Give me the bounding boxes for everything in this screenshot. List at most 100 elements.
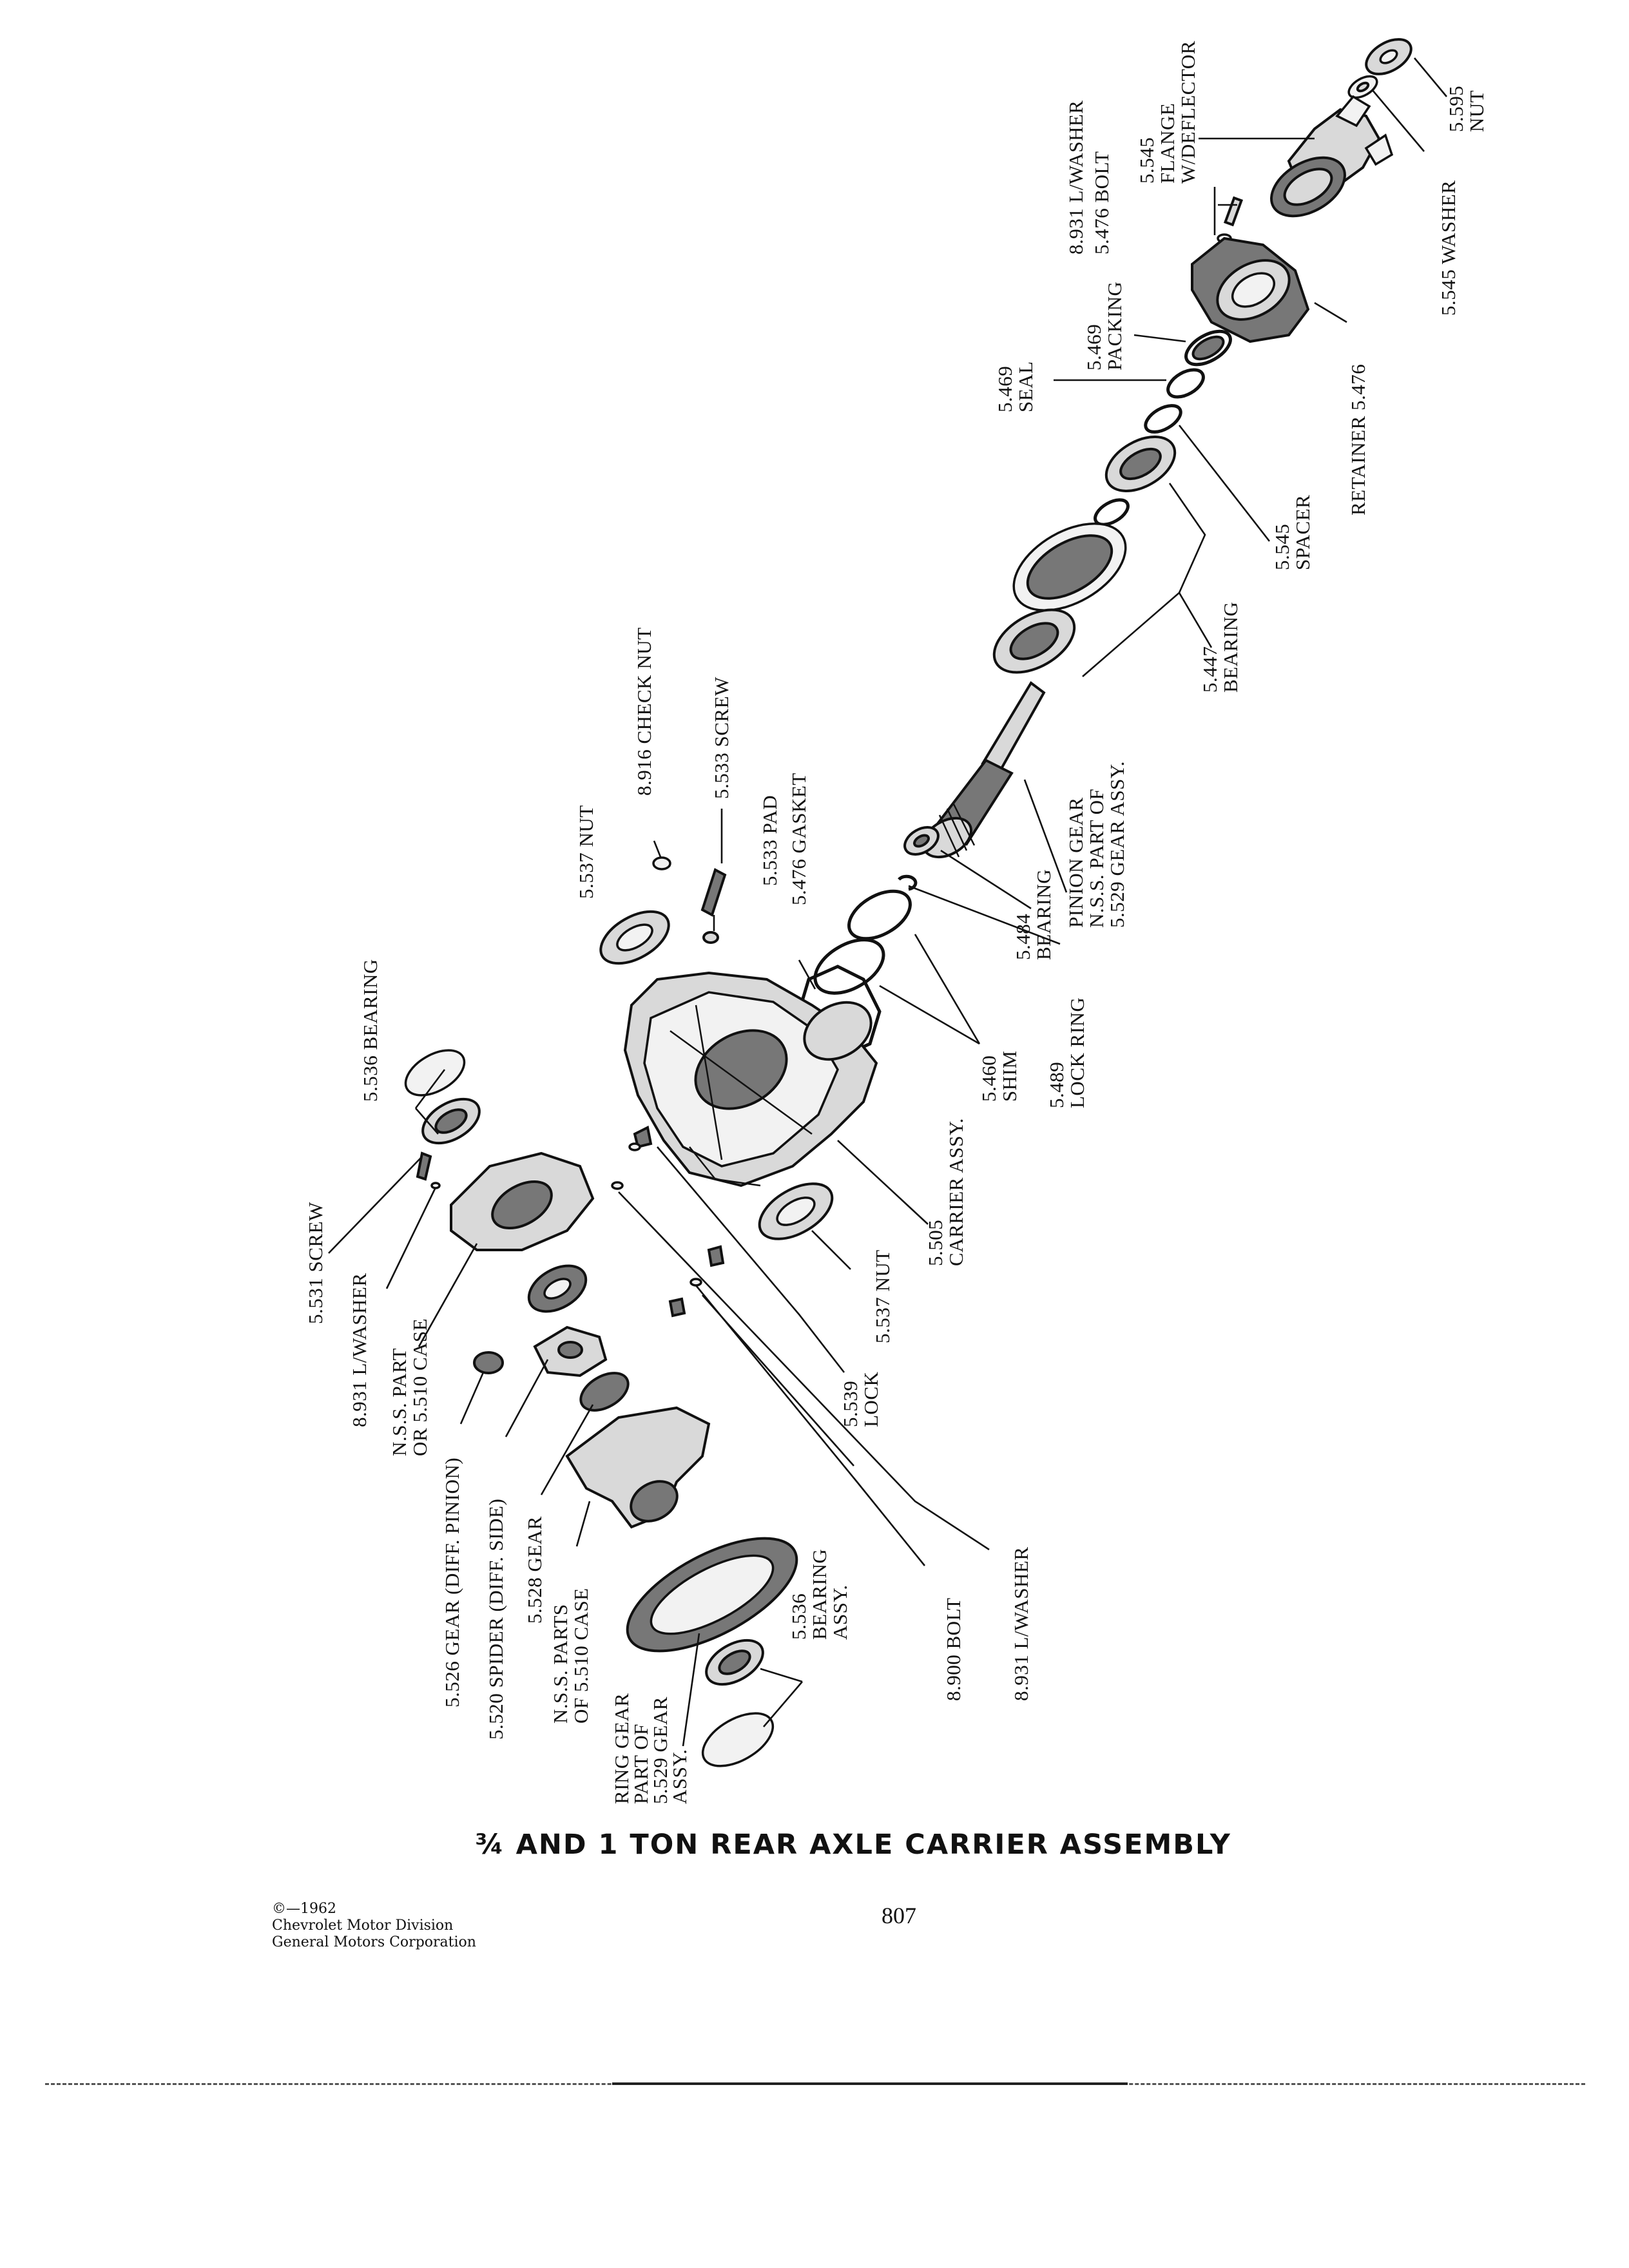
label-pinion-gear: PINION GEAR N.S.S. PART OF 5.529 GEAR AS… xyxy=(1065,761,1128,928)
label-8931-lwasher-left: 8.931 L/WASHER xyxy=(348,1273,371,1428)
svg-text:8.931 L/WASHER: 8.931 L/WASHER xyxy=(1065,101,1087,255)
svg-text:SPACER: SPACER xyxy=(1291,495,1314,570)
svg-text:5.537 NUT: 5.537 NUT xyxy=(871,1249,894,1343)
svg-text:LOCK: LOCK xyxy=(860,1372,882,1428)
label-8916-check-nut: 8.916 CHECK NUT xyxy=(633,627,655,796)
differential-case-lower xyxy=(565,1406,711,1529)
svg-text:5.505: 5.505 xyxy=(924,1220,947,1266)
label-5476-gasket: 5.476 GASKET xyxy=(787,773,810,905)
label-5539-lock: 5.539 LOCK xyxy=(839,1372,882,1428)
diagram-title: ¾ AND 1 TON REAR AXLE CARRIER ASSEMBLY xyxy=(475,1829,1231,1861)
carrier-assembly xyxy=(623,971,878,1187)
svg-text:SHIM: SHIM xyxy=(998,1050,1021,1102)
packing-5469 xyxy=(1184,329,1232,367)
label-retainer: RETAINER 5.476 xyxy=(1347,364,1369,515)
label-5528-gear: 5.528 GEAR xyxy=(523,1516,546,1624)
svg-text:5.460: 5.460 xyxy=(978,1055,1000,1102)
svg-text:PACKING: PACKING xyxy=(1103,282,1126,370)
page-number: 807 xyxy=(882,1903,916,1928)
svg-text:BEARING: BEARING xyxy=(1032,869,1055,960)
svg-text:5.533 SCREW: 5.533 SCREW xyxy=(710,677,733,799)
label-nss-case: N.S.S. PART OR 5.510 CASE xyxy=(388,1318,431,1456)
copyright-notice: ©—1962 Chevrolet Motor Division General … xyxy=(272,1901,476,1951)
retainer-5476 xyxy=(1191,236,1310,343)
svg-text:BEARING: BEARING xyxy=(1219,602,1242,693)
case-screw xyxy=(416,1151,441,1189)
label-5484-bearing: 5.484 BEARING xyxy=(1012,869,1055,960)
label-5460-shim: 5.460 SHIM xyxy=(978,1050,1021,1102)
side-bearing-lower xyxy=(701,1639,775,1767)
label-5533-screw: 5.533 SCREW xyxy=(710,677,733,799)
label-nss-parts: N.S.S. PARTS OF 5.510 CASE xyxy=(549,1588,592,1724)
svg-text:5.545: 5.545 xyxy=(1271,524,1293,570)
svg-text:5.537 NUT: 5.537 NUT xyxy=(575,805,597,899)
svg-text:5.536: 5.536 xyxy=(787,1593,810,1640)
svg-text:5.529 GEAR: 5.529 GEAR xyxy=(649,1696,671,1804)
svg-text:NUT: NUT xyxy=(1465,90,1488,132)
svg-text:5.529 GEAR ASSY.: 5.529 GEAR ASSY. xyxy=(1106,761,1128,928)
svg-text:RING GEAR: RING GEAR xyxy=(610,1693,633,1804)
svg-text:5.489: 5.489 xyxy=(1045,1062,1068,1108)
label-5520-spider: 5.520 SPIDER (DIFF. SIDE) xyxy=(485,1499,507,1740)
pinion-bearing-cup xyxy=(1012,522,1127,612)
svg-text:PINION GEAR: PINION GEAR xyxy=(1065,797,1087,928)
pinion-shim-ring xyxy=(1094,498,1130,526)
svg-text:W/DEFLECTOR: W/DEFLECTOR xyxy=(1177,41,1199,184)
label-8900-bolt: 8.900 BOLT xyxy=(942,1597,965,1701)
svg-text:SEAL: SEAL xyxy=(1014,361,1037,413)
inner-pinion-bearing xyxy=(992,608,1076,674)
copyright-year: ©—1962 xyxy=(272,1901,336,1917)
label-spacer: 5.545 SPACER xyxy=(1271,495,1314,570)
svg-text:5.476 BOLT: 5.476 BOLT xyxy=(1090,151,1113,255)
svg-text:ASSY.: ASSY. xyxy=(668,1749,691,1804)
pilot-bearing-5484 xyxy=(903,826,940,856)
svg-text:5.469: 5.469 xyxy=(1083,324,1105,370)
label-seal: 5.469 SEAL xyxy=(994,361,1037,413)
label-5531-screw: 5.531 SCREW xyxy=(304,1202,327,1324)
label-packing: 5.469 PACKING xyxy=(1083,282,1126,370)
svg-text:N.S.S. PARTS: N.S.S. PARTS xyxy=(549,1604,572,1724)
adjusting-nut-lower xyxy=(758,1182,834,1240)
svg-text:RETAINER 5.476: RETAINER 5.476 xyxy=(1347,364,1369,515)
svg-text:8.931 L/WASHER: 8.931 L/WASHER xyxy=(1010,1547,1032,1702)
label-5447-bearing: 5.447 BEARING xyxy=(1199,602,1242,693)
label-5536-bearing-upper: 5.536 BEARING xyxy=(359,959,381,1102)
ring-gear xyxy=(626,1537,798,1653)
svg-text:N.S.S. PART: N.S.S. PART xyxy=(388,1348,410,1456)
side-gear-lower xyxy=(579,1372,630,1412)
side-gear-upper xyxy=(527,1264,588,1313)
svg-text:5.595: 5.595 xyxy=(1445,86,1467,132)
label-5545-washer: 5.545 WASHER xyxy=(1437,180,1460,316)
svg-text:8.916 CHECK NUT: 8.916 CHECK NUT xyxy=(633,627,655,796)
small-hardware xyxy=(611,1126,725,1318)
svg-text:5.531 SCREW: 5.531 SCREW xyxy=(304,1202,327,1324)
svg-text:PART OF: PART OF xyxy=(630,1724,652,1804)
pinion-gear xyxy=(922,681,1046,859)
svg-text:FLANGE: FLANGE xyxy=(1156,103,1179,184)
parts-illustrations xyxy=(404,38,1412,1767)
svg-text:5.533 PAD: 5.533 PAD xyxy=(758,795,781,886)
label-5505-carrier: 5.505 CARRIER ASSY. xyxy=(924,1118,967,1266)
label-5533-pad: 5.533 PAD xyxy=(758,795,781,886)
svg-text:5.526 GEAR (DIFF. PINION): 5.526 GEAR (DIFF. PINION) xyxy=(441,1457,463,1707)
svg-text:OF 5.510 CASE: OF 5.510 CASE xyxy=(570,1588,592,1724)
spacer-5545 xyxy=(1144,404,1182,434)
svg-text:5.536 BEARING: 5.536 BEARING xyxy=(359,959,381,1102)
label-5536-bearing-assy: 5.536 BEARING ASSY. xyxy=(787,1549,851,1640)
spider xyxy=(533,1325,608,1378)
svg-text:CARRIER ASSY.: CARRIER ASSY. xyxy=(945,1118,967,1266)
copyright-division: Chevrolet Motor Division xyxy=(272,1917,454,1934)
callout-labels: 5.595 NUT 5.545 WASHER 5.545 FLANGE W/DE… xyxy=(304,41,1488,1804)
svg-text:BEARING: BEARING xyxy=(808,1549,831,1640)
nut-5595 xyxy=(1365,38,1412,75)
svg-text:5.520 SPIDER (DIFF. SIDE): 5.520 SPIDER (DIFF. SIDE) xyxy=(485,1499,507,1740)
svg-text:8.900 BOLT: 8.900 BOLT xyxy=(942,1597,965,1701)
leader-lines xyxy=(328,57,1447,1747)
svg-text:5.545 WASHER: 5.545 WASHER xyxy=(1437,180,1460,316)
svg-text:5.539: 5.539 xyxy=(839,1381,862,1427)
svg-text:N.S.S. PART OF: N.S.S. PART OF xyxy=(1085,789,1108,928)
thrust-screw-parts xyxy=(652,856,727,944)
outer-pinion-bearing xyxy=(1104,436,1177,492)
washer-5545 xyxy=(1347,75,1378,99)
